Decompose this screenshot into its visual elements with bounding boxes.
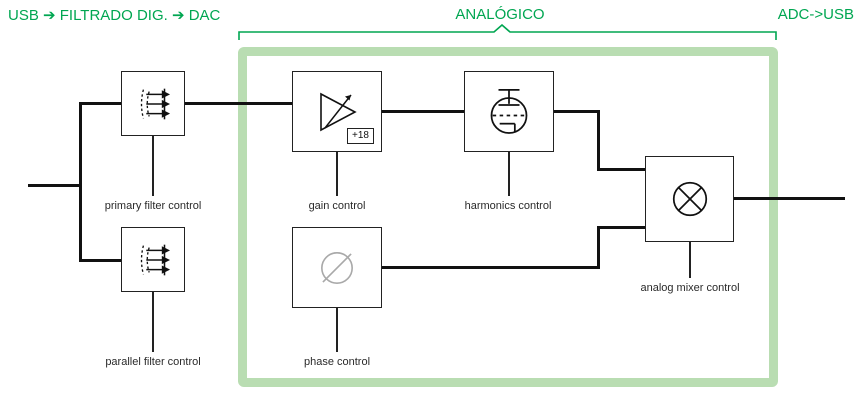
wire-into-mixer-top (597, 168, 647, 171)
wire-phase-out (381, 266, 600, 269)
mixer-crossed-circle-icon (672, 181, 707, 217)
wire-gain-to-harmonics (381, 110, 465, 113)
tick-parallel-filter (152, 291, 154, 352)
stage-label-analog: ANALÓGICO (455, 6, 545, 23)
tick-harmonics (508, 151, 510, 196)
wire-harmonics-down (597, 110, 600, 171)
phase-block[interactable] (292, 227, 382, 308)
gain-block[interactable]: +18 (292, 71, 382, 152)
mixer-label: analog mixer control (640, 282, 740, 294)
analog-section-region (238, 47, 778, 387)
wire-branch-top (79, 102, 123, 105)
harmonics-label: harmonics control (464, 200, 552, 212)
wire-output (733, 197, 845, 200)
tick-mixer (689, 241, 691, 278)
wire-input (28, 184, 79, 187)
amplifier-triangle-icon (320, 92, 357, 131)
primary-filter-block[interactable] (121, 71, 185, 136)
phase-label: phase control (303, 356, 371, 368)
tick-primary-filter (152, 135, 154, 196)
stage-label-adc-usb: ADC->USB (777, 6, 854, 23)
tick-phase (336, 307, 338, 352)
gain-label: gain control (308, 200, 366, 212)
primary-filter-label: primary filter control (104, 200, 202, 212)
wire-input-split (79, 102, 82, 262)
wire-into-mixer-bottom (597, 226, 647, 229)
parallel-filter-block[interactable] (121, 227, 185, 292)
wire-phase-up (597, 226, 600, 269)
wire-harmonics-out (553, 110, 600, 113)
harmonics-block[interactable] (464, 71, 554, 152)
wire-branch-bottom (79, 259, 123, 262)
parallel-filter-label: parallel filter control (105, 356, 201, 368)
stage-label-digital: USB ➔ FILTRADO DIG. ➔ DAC (8, 7, 221, 24)
wire-filter-to-gain (185, 102, 293, 105)
phase-circle-icon (321, 251, 353, 284)
vacuum-tube-icon (490, 88, 528, 134)
filter-icon (140, 88, 171, 119)
filter-icon (140, 244, 171, 275)
gain-value-badge: +18 (347, 128, 374, 144)
tick-gain (336, 151, 338, 196)
analog-section-bracket-icon (238, 24, 777, 40)
mixer-block[interactable] (645, 156, 734, 242)
